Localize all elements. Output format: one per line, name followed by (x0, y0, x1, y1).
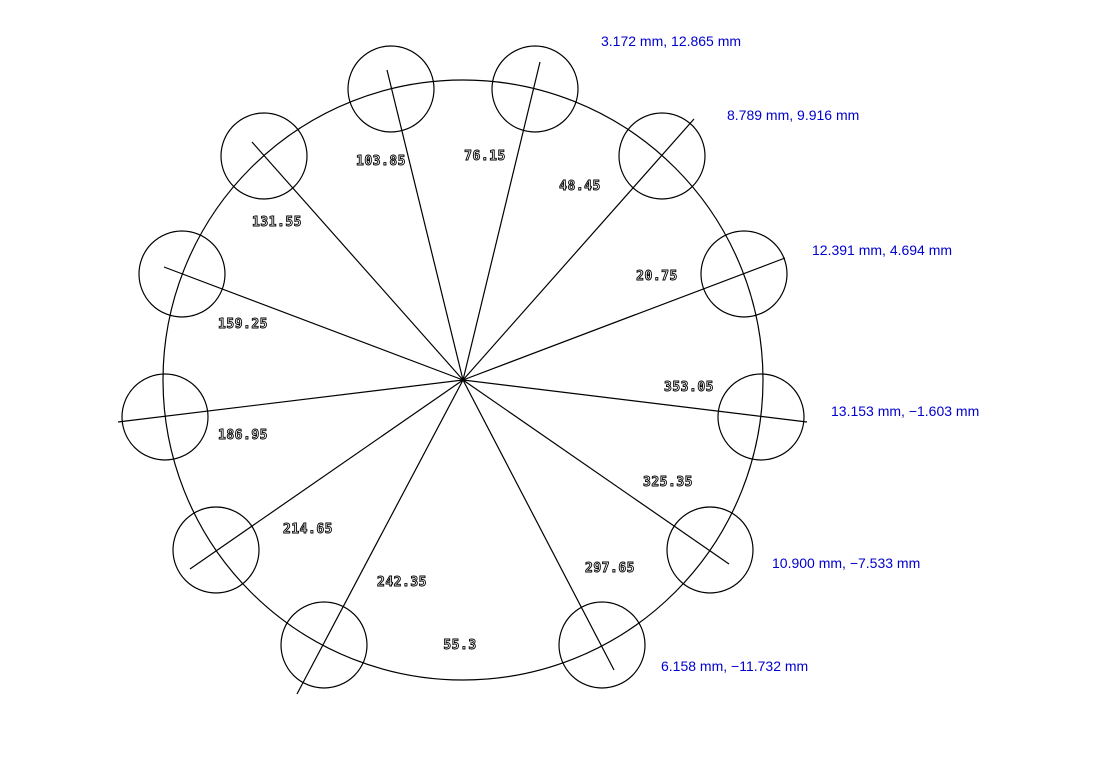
coordinate-label: 10.900 mm, −7.533 mm (772, 555, 920, 571)
radial-line (189, 379, 464, 570)
angle-label: 186.95 (218, 428, 268, 443)
hole-circle (558, 601, 646, 689)
pitch-circle (162, 79, 764, 681)
angle-label: 353.05 (664, 380, 714, 395)
angle-label: 103.85 (356, 154, 406, 169)
radial-line (462, 118, 695, 381)
hole-circles (121, 45, 805, 689)
hole-circle (172, 506, 260, 594)
radial-lines (117, 61, 808, 695)
hole-circle (138, 230, 226, 318)
hole-circle (280, 601, 368, 689)
hole-circle (618, 112, 706, 200)
radial-line (117, 379, 464, 423)
angle-label: 131.55 (252, 215, 302, 230)
angle-labels: 103.85 76.15 48.45 131.55 20.75 159.25 3… (218, 149, 714, 654)
geometry (117, 45, 808, 695)
radial-line (296, 379, 464, 695)
hole-circle (700, 230, 788, 318)
angle-label: 325.35 (643, 475, 693, 490)
radial-line (462, 379, 730, 565)
coordinate-label: 3.172 mm, 12.865 mm (601, 33, 741, 49)
coordinate-labels: 3.172 mm, 12.865 mm 8.789 mm, 9.916 mm 1… (601, 33, 979, 674)
radial-line (462, 379, 615, 671)
radial-line (163, 266, 464, 381)
angle-label: 48.45 (559, 179, 601, 194)
coordinate-label: 12.391 mm, 4.694 mm (812, 242, 952, 258)
angle-label: 214.65 (283, 522, 333, 537)
coordinate-label: 13.153 mm, −1.603 mm (831, 403, 979, 419)
angle-label: 242.35 (377, 575, 427, 590)
radial-line (462, 61, 541, 381)
hole-circle (220, 112, 308, 200)
hole-circle (491, 45, 579, 133)
hole-circle (717, 373, 805, 461)
radial-line (386, 69, 464, 381)
hole-circle (666, 506, 754, 594)
radial-line (462, 257, 786, 381)
angle-label: 159.25 (218, 317, 268, 332)
angle-label: 20.75 (636, 269, 678, 284)
radial-line (462, 379, 808, 423)
angle-label: 55.3 (443, 638, 476, 653)
hole-circle (347, 45, 435, 133)
angle-label: 297.65 (585, 561, 635, 576)
angle-label: 76.15 (464, 149, 506, 164)
hole-circle (121, 373, 209, 461)
radial-line (251, 141, 464, 381)
coordinate-label: 6.158 mm, −11.732 mm (661, 658, 808, 674)
coordinate-label: 8.789 mm, 9.916 mm (727, 107, 859, 123)
